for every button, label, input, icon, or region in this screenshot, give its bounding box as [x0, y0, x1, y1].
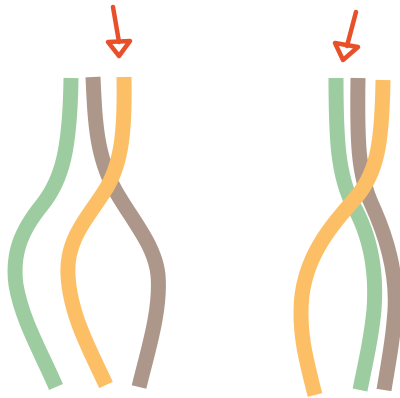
left-green-strand: [15, 78, 71, 387]
arrow-icon: [108, 7, 130, 56]
arrow-icon: [335, 12, 358, 60]
right-braid-diagram: [301, 12, 395, 395]
left-braid-diagram: [15, 7, 158, 387]
